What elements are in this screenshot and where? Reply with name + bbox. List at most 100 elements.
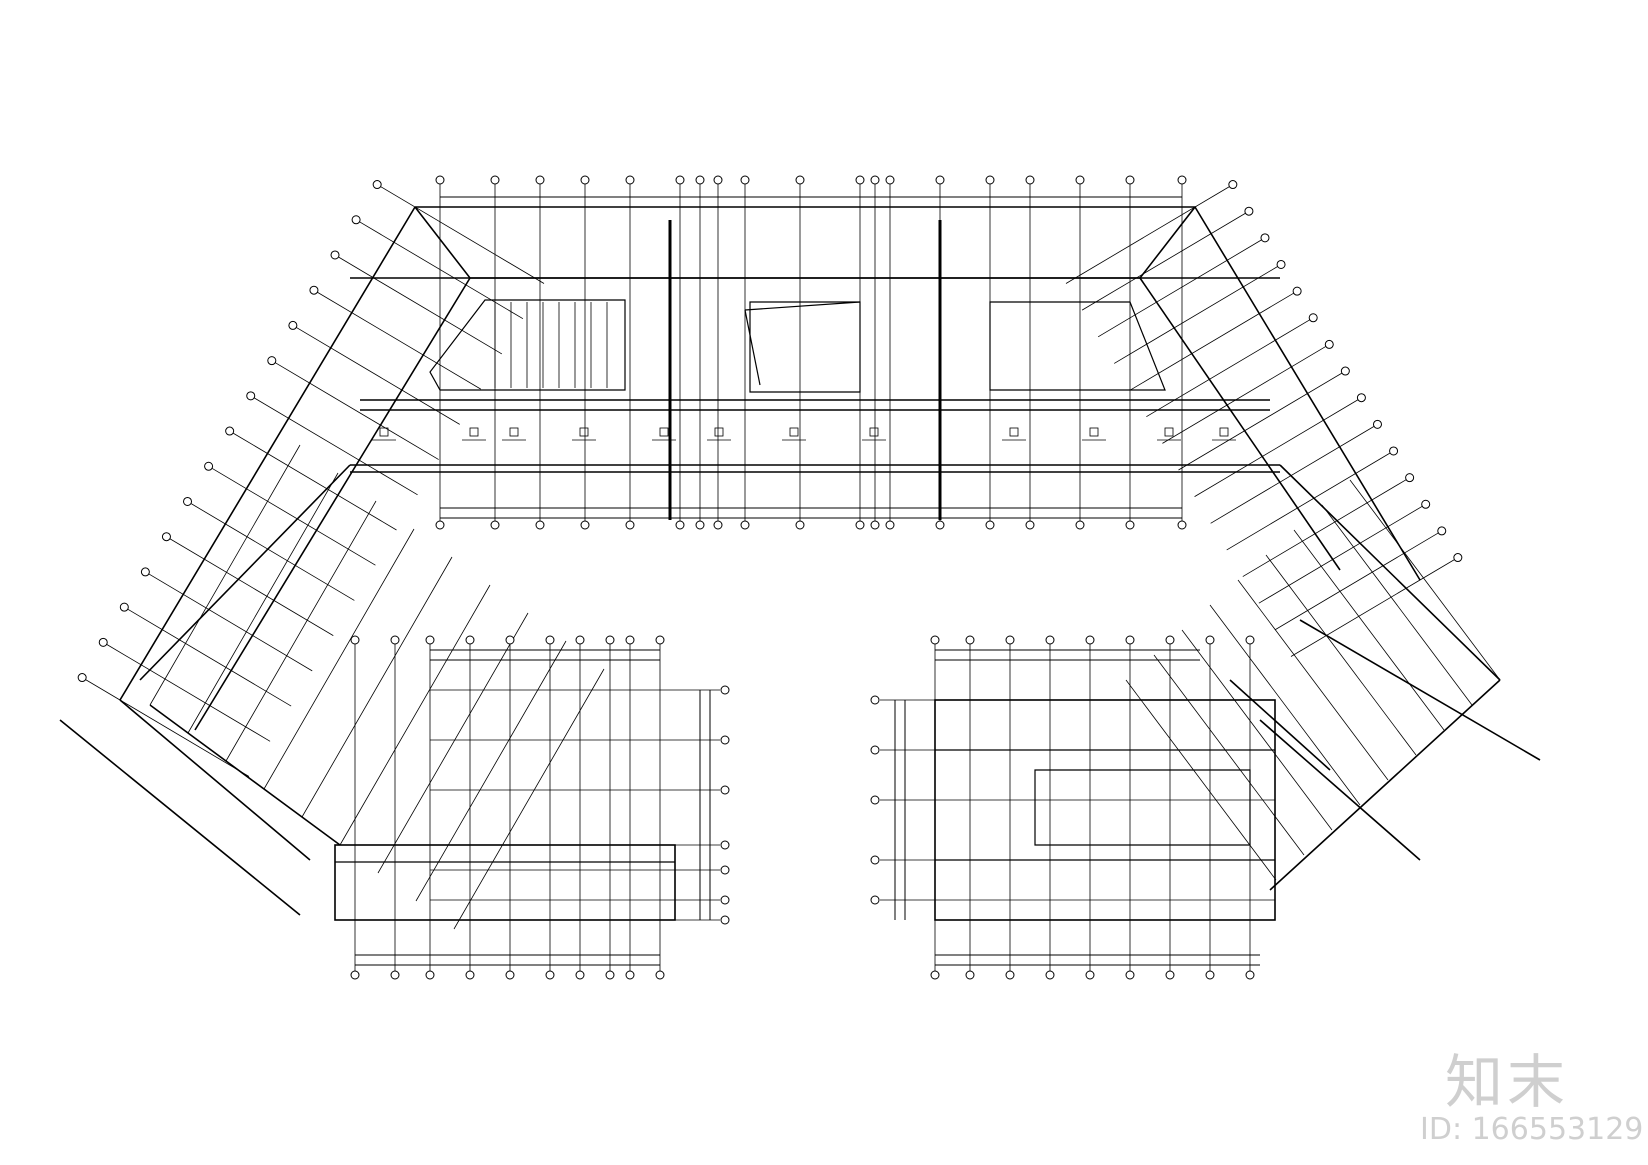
drawing-line bbox=[1181, 629, 1333, 831]
axis-bubble bbox=[1437, 526, 1447, 536]
axis-bubble bbox=[161, 532, 171, 542]
drawing-line bbox=[211, 467, 376, 566]
axis-bubble bbox=[1276, 259, 1286, 269]
axis-bubble bbox=[1205, 970, 1215, 980]
axis-bubble bbox=[740, 175, 750, 185]
axis-bubble bbox=[350, 635, 360, 645]
drawing-line bbox=[453, 668, 605, 930]
axis-bubble bbox=[1165, 635, 1175, 645]
watermark-id: ID: 166553129 bbox=[1420, 1112, 1644, 1147]
axis-bubble bbox=[330, 250, 340, 260]
axis-bubble bbox=[490, 175, 500, 185]
axis-bubble bbox=[1245, 970, 1255, 980]
drawing-line bbox=[1065, 186, 1230, 284]
drawing-line bbox=[1293, 529, 1445, 731]
drawing-line bbox=[148, 573, 313, 672]
axis-bubble bbox=[1177, 520, 1187, 530]
drawing-line bbox=[317, 291, 481, 390]
axis-bubble bbox=[545, 970, 555, 980]
drawing-line bbox=[187, 472, 339, 734]
top-wing-walls bbox=[350, 206, 1280, 520]
axis-bubble bbox=[1085, 635, 1095, 645]
axis-bubble bbox=[885, 175, 895, 185]
drawing-line bbox=[296, 327, 460, 425]
drawing-line bbox=[359, 221, 524, 320]
axis-bubble bbox=[935, 520, 945, 530]
axis-bubble bbox=[605, 970, 615, 980]
axis-bubble bbox=[965, 635, 975, 645]
axis-bubble bbox=[675, 520, 685, 530]
axis-bubble bbox=[625, 635, 635, 645]
axis-bubble bbox=[535, 520, 545, 530]
axis-bubble bbox=[505, 970, 515, 980]
top-dimension-lines bbox=[440, 196, 1182, 519]
drawing-line bbox=[1153, 654, 1305, 856]
axis-bubble bbox=[580, 520, 590, 530]
axis-bubble bbox=[1025, 520, 1035, 530]
axis-bubble bbox=[870, 520, 880, 530]
axis-bubble bbox=[1405, 473, 1415, 483]
axis-bubble bbox=[1005, 635, 1015, 645]
axis-bubble bbox=[1421, 499, 1431, 509]
axis-bubble bbox=[425, 970, 435, 980]
drawing-line bbox=[85, 679, 250, 777]
fixture-mark bbox=[1219, 427, 1229, 437]
bottom-right-gridlines bbox=[880, 640, 1275, 975]
drawing-line bbox=[415, 640, 567, 902]
axis-bubble bbox=[695, 520, 705, 530]
axis-bubble bbox=[1372, 419, 1382, 429]
drawing-line bbox=[1258, 505, 1423, 604]
axis-bubble bbox=[465, 635, 475, 645]
fixture-mark bbox=[789, 427, 799, 437]
axis-bubble bbox=[1075, 520, 1085, 530]
fixture-mark bbox=[469, 427, 479, 437]
axis-bubble bbox=[855, 175, 865, 185]
axis-bubble bbox=[1075, 175, 1085, 185]
bottom-left-block bbox=[334, 649, 711, 966]
axis-bubble bbox=[1125, 520, 1135, 530]
axis-bubble bbox=[535, 175, 545, 185]
fixture-mark bbox=[509, 427, 519, 437]
stair-treads bbox=[494, 302, 608, 388]
top-gridlines bbox=[439, 180, 1183, 525]
axis-bubble bbox=[870, 175, 880, 185]
axis-bubble bbox=[625, 175, 635, 185]
grid-axis-bubbles bbox=[77, 175, 1463, 980]
axis-bubble bbox=[140, 567, 150, 577]
axis-bubble bbox=[435, 520, 445, 530]
axis-bubble bbox=[435, 175, 445, 185]
bottom-right-block bbox=[894, 649, 1276, 966]
drawing-line bbox=[1210, 426, 1375, 524]
axis-bubble bbox=[740, 520, 750, 530]
axis-bubble bbox=[885, 520, 895, 530]
axis-bubble bbox=[1045, 970, 1055, 980]
axis-bubble bbox=[985, 520, 995, 530]
axis-bubble bbox=[119, 602, 129, 612]
axis-bubble bbox=[1125, 970, 1135, 980]
drawing-line bbox=[1114, 266, 1278, 364]
left-wing-walls bbox=[59, 206, 471, 916]
left-wing-gridlines bbox=[85, 186, 605, 930]
drawing-line bbox=[190, 503, 355, 601]
axis-bubble bbox=[655, 635, 665, 645]
axis-bubble bbox=[985, 175, 995, 185]
fixture-mark bbox=[1164, 427, 1174, 437]
drawing-line bbox=[149, 444, 301, 706]
axis-bubble bbox=[695, 175, 705, 185]
drawing-line bbox=[275, 362, 439, 460]
drawing-line bbox=[338, 256, 503, 355]
axis-bubble bbox=[390, 970, 400, 980]
axis-bubble bbox=[246, 391, 256, 401]
drawing-line bbox=[1321, 504, 1473, 706]
fixture-mark bbox=[1089, 427, 1099, 437]
drawing-line bbox=[127, 608, 292, 707]
right-wing-walls bbox=[1139, 206, 1541, 891]
drawing-line bbox=[1226, 452, 1391, 551]
axis-bubble bbox=[625, 970, 635, 980]
axis-bubble bbox=[1205, 635, 1215, 645]
axis-bubble bbox=[1244, 206, 1254, 216]
bottom-left-gridlines bbox=[354, 640, 720, 975]
axis-bubble bbox=[870, 895, 880, 905]
fixture-mark bbox=[379, 427, 389, 437]
